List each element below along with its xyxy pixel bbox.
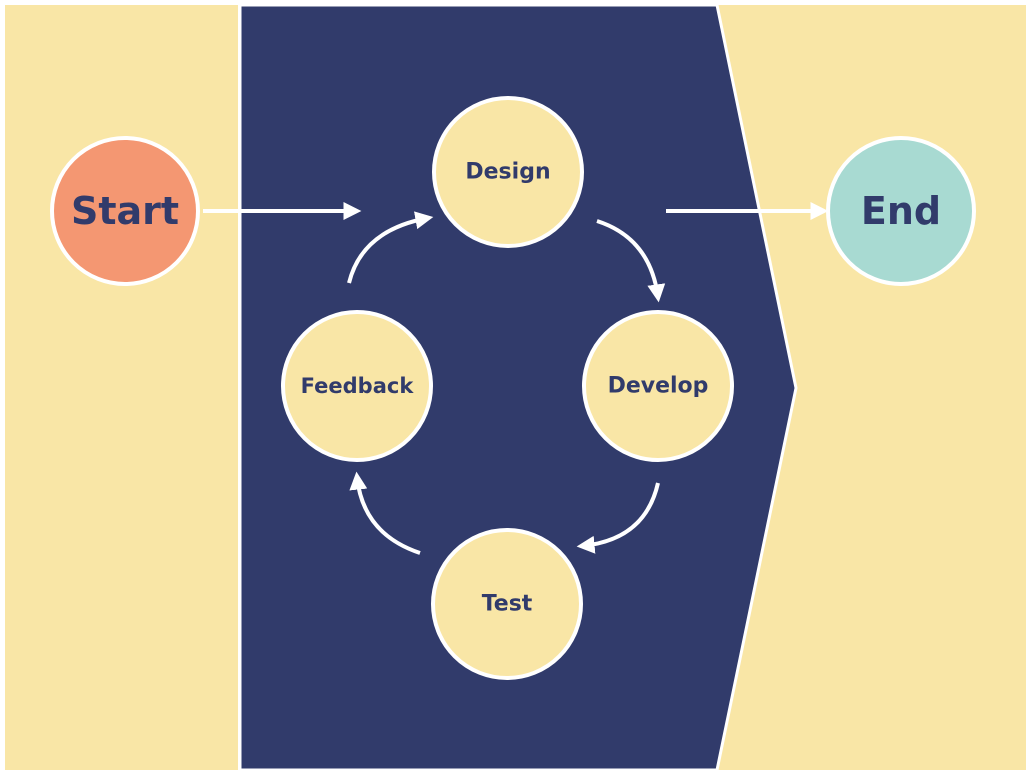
- develop-label: Develop: [608, 374, 709, 399]
- develop-to-test-arrow: [576, 482, 660, 554]
- design-label: Design: [465, 160, 550, 185]
- start-node: Start: [50, 136, 200, 286]
- test-label: Test: [482, 592, 533, 617]
- end-label: End: [861, 189, 941, 233]
- develop-node: Develop: [582, 310, 734, 462]
- feedback-node: Feedback: [281, 310, 433, 462]
- design-to-develop-arrow: [596, 219, 666, 303]
- test-node: Test: [431, 528, 583, 680]
- end-node: End: [826, 136, 976, 286]
- test-to-feedback-arrow: [349, 471, 421, 555]
- center-panel: [238, 3, 798, 772]
- start-label: Start: [71, 189, 179, 233]
- left-panel: [5, 5, 238, 770]
- feedback-to-design-arrow: [347, 211, 434, 284]
- feedback-label: Feedback: [301, 374, 415, 398]
- design-node: Design: [432, 96, 584, 248]
